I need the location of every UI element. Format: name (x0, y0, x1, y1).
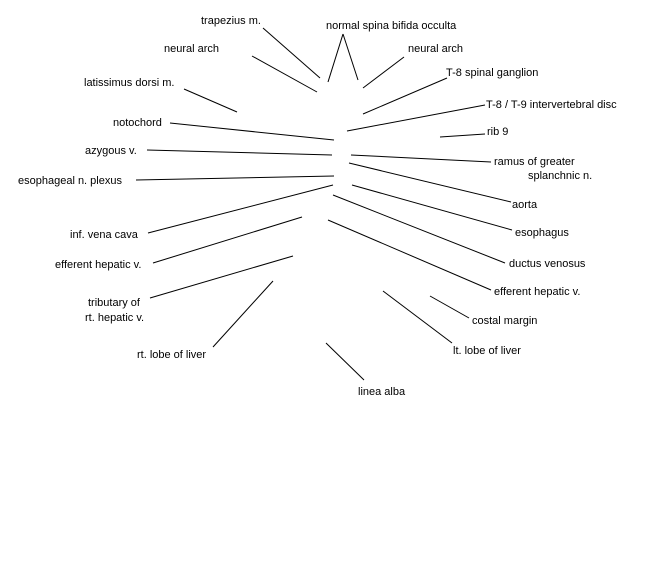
leader-linea-alba (325, 342, 365, 381)
leader-latissimus (183, 88, 238, 113)
label-esophageal-plexus: esophageal n. plexus (18, 175, 122, 187)
leader-trapezius (262, 27, 321, 79)
label-trapezius: trapezius m. (201, 15, 261, 27)
label-ivc: inf. vena cava (70, 229, 139, 241)
label-linea-alba: linea alba (358, 386, 406, 398)
leader-efferent-hepatic-left (152, 216, 303, 264)
leader-rib9 (439, 133, 486, 138)
label-neural-arch-left: neural arch (164, 43, 219, 55)
leader-costal-margin (429, 295, 470, 319)
leader-notochord (169, 122, 335, 141)
leader-aorta (348, 162, 512, 203)
leader-intervertebral-disc (346, 104, 486, 132)
label-notochord: notochord (113, 117, 162, 129)
leader-neural-arch-left (251, 55, 318, 93)
label-efferent-hepatic-left: efferent hepatic v. (55, 259, 141, 271)
labels: trapezius m. normal spina bifida occulta… (18, 15, 617, 398)
label-rib9: rib 9 (487, 126, 508, 138)
leader-lines (135, 27, 513, 381)
leader-tributary (149, 255, 294, 299)
label-azygous: azygous v. (85, 145, 137, 157)
leader-spina-bifida-right (342, 33, 359, 81)
label-efferent-hepatic-right: efferent hepatic v. (494, 286, 580, 298)
leader-ramus (350, 154, 492, 163)
label-rt-lobe: rt. lobe of liver (137, 349, 206, 361)
leader-ivc (147, 184, 334, 234)
leader-ductus-venosus (332, 194, 506, 264)
leader-lt-lobe (382, 290, 453, 344)
label-tributary-line1: tributary of (88, 297, 141, 309)
label-spina-bifida: normal spina bifida occulta (326, 20, 457, 32)
label-latissimus: latissimus dorsi m. (84, 77, 174, 89)
label-tributary-line2: rt. hepatic v. (85, 312, 144, 324)
label-neural-arch-right: neural arch (408, 43, 463, 55)
label-ramus-line1: ramus of greater (494, 156, 575, 168)
label-intervertebral-disc: T-8 / T-9 intervertebral disc (486, 99, 617, 111)
label-aorta: aorta (512, 199, 538, 211)
leader-azygous (146, 149, 333, 156)
leader-esophageal-plexus (135, 175, 335, 181)
label-costal-margin: costal margin (472, 315, 537, 327)
leader-rt-lobe (212, 280, 274, 348)
label-t8-ganglion: T-8 spinal ganglion (446, 67, 538, 79)
leader-efferent-hepatic-right (327, 219, 492, 291)
leader-esophagus (351, 184, 513, 231)
label-esophagus: esophagus (515, 227, 569, 239)
leader-spina-bifida-left (327, 33, 344, 83)
label-lt-lobe: lt. lobe of liver (453, 345, 521, 357)
label-ductus-venosus: ductus venosus (509, 258, 586, 270)
leader-neural-arch-right (362, 56, 405, 89)
leader-t8-ganglion (362, 77, 448, 115)
label-ramus-line2: splanchnic n. (528, 170, 592, 182)
